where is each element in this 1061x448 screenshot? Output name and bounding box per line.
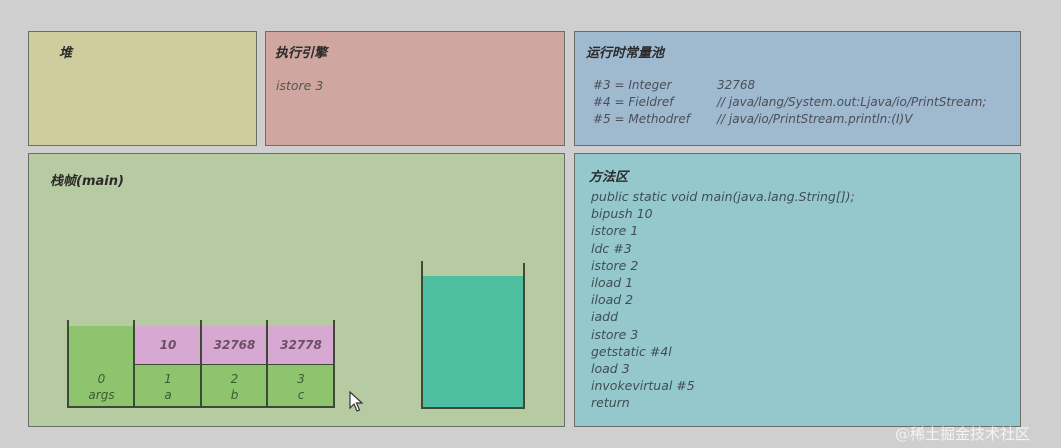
lvt-value-3: 32778 — [268, 326, 334, 364]
current-instruction: istore 3 — [276, 78, 324, 93]
bytecode-line: return — [591, 395, 630, 411]
divider — [200, 320, 202, 408]
bytecode-line: load 3 — [591, 361, 630, 377]
watermark: @稀土掘金技术社区 — [895, 425, 1031, 443]
constant-pool-entry: #5 = Methodref// java/io/PrintStream.pri… — [593, 112, 913, 126]
lvt-slot-3 — [268, 365, 334, 406]
method-area-title: 方法区 — [589, 170, 629, 185]
heap-title: 堆 — [59, 46, 73, 61]
lvt-value-2: 32768 — [202, 326, 267, 364]
divider — [523, 263, 525, 409]
divider — [67, 406, 335, 408]
divider — [421, 261, 423, 409]
bytecode-line: invokevirtual #5 — [591, 378, 695, 394]
operand-stack — [421, 261, 525, 409]
constant-pool-entry: #4 = Fieldref// java/lang/System.out:Lja… — [593, 95, 987, 109]
divider — [333, 320, 335, 408]
bytecode-line: iadd — [591, 309, 619, 325]
bytecode-listing: public static void main(java.lang.String… — [591, 188, 855, 412]
stack-frame-title: 栈帧(main) — [50, 174, 124, 189]
bytecode-line: istore 2 — [591, 257, 639, 273]
method-area-panel: 方法区 public static void main(java.lang.St… — [574, 153, 1021, 427]
bytecode-line: public static void main(java.lang.String… — [591, 189, 855, 204]
row-divider — [135, 364, 334, 365]
bytecode-line: bipush 10 — [591, 206, 653, 222]
engine-title: 执行引擎 — [275, 46, 328, 61]
bytecode-line: ldc #3 — [591, 240, 632, 256]
mouse-cursor-icon — [349, 391, 364, 412]
bytecode-line: iload 1 — [591, 275, 634, 291]
divider — [421, 407, 525, 409]
lvt-slot-2 — [202, 365, 267, 406]
lvt-slot-0 — [69, 326, 134, 406]
bytecode-line: istore 1 — [591, 223, 639, 239]
lvt-slot-1 — [135, 365, 201, 406]
divider — [133, 320, 135, 408]
divider — [266, 320, 268, 408]
bytecode-line: getstatic #4l — [591, 343, 672, 359]
divider — [67, 320, 69, 408]
heap-panel: 堆 — [28, 31, 257, 146]
execution-engine-panel: 执行引擎 istore 3 — [265, 31, 565, 146]
lvt-value-1: 10 — [135, 326, 201, 364]
bytecode-line: istore 3 — [591, 326, 639, 342]
constant-pool-title: 运行时常量池 — [586, 46, 665, 61]
operand-stack-fill — [423, 276, 525, 407]
bytecode-line: iload 2 — [591, 292, 634, 308]
